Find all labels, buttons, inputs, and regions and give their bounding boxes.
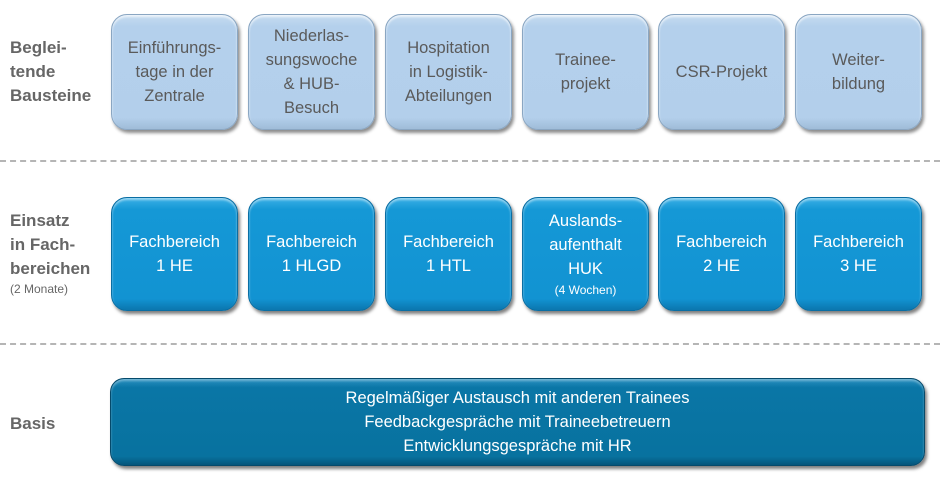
box-niederlassungswoche: Niederlas- sungswoche & HUB- Besuch — [248, 14, 375, 130]
box-text: Hospitation — [407, 39, 490, 57]
box-text: 3 HE — [840, 257, 877, 275]
box-weiterbildung: Weiter- bildung — [795, 14, 922, 130]
box-csr-projekt: CSR-Projekt — [658, 14, 785, 130]
box-einfuehrungstage: Einführungs- tage in der Zentrale — [111, 14, 238, 130]
box-text: Fachbereich — [676, 233, 767, 251]
box-text: Fachbereich — [403, 233, 494, 251]
box-text: Besuch — [283, 99, 340, 117]
box-fachbereich-1-hlgd: Fachbereich 1 HLGD — [248, 197, 375, 311]
row-label-line: in Fach- — [10, 235, 76, 254]
box-text: bildung — [831, 75, 886, 93]
box-text: projekt — [560, 75, 611, 93]
row-label-line: Beglei- — [10, 38, 67, 57]
row-divider — [0, 160, 940, 162]
box-text: Fachbereich — [266, 233, 357, 251]
box-text: 1 HLGD — [281, 257, 342, 275]
box-fachbereich-2-he: Fachbereich 2 HE — [658, 197, 785, 311]
box-text: tage in der — [135, 63, 214, 81]
row-label-einsatz-fachbereiche: Einsatz in Fach- bereichen (2 Monate) — [10, 209, 90, 297]
box-text: HUK — [568, 260, 603, 278]
row-label-line: bereichen — [10, 259, 91, 278]
box-text: Zentrale — [144, 87, 205, 105]
box-text: Weiter- — [832, 51, 885, 69]
box-text: Auslands- — [548, 212, 623, 230]
box-text: 1 HTL — [426, 257, 471, 275]
box-fachbereich-1-htl: Fachbereich 1 HTL — [385, 197, 512, 311]
box-text: CSR-Projekt — [675, 63, 768, 81]
box-text: sungswoche — [265, 51, 358, 69]
row-label-line: Bausteine — [10, 86, 92, 105]
basis-text: Regelmäßiger Austausch mit anderen Train… — [345, 389, 690, 407]
box-text: 1 HE — [156, 257, 193, 275]
box-auslandsaufenthalt-huk: Auslands- aufenthalt HUK (4 Wochen) — [522, 197, 649, 311]
box-fachbereich-1-he: Fachbereich 1 HE — [111, 197, 238, 311]
box-text: Trainee- — [555, 51, 616, 69]
box-duration: (4 Wochen) — [554, 283, 617, 297]
box-text: in Logistik- — [409, 63, 488, 81]
box-fachbereich-3-he: Fachbereich 3 HE — [795, 197, 922, 311]
row-divider — [0, 343, 940, 345]
basis-text: Entwicklungsgespräche mit HR — [403, 437, 632, 455]
row-label-duration: (2 Monate) — [10, 282, 69, 296]
row-label-basis: Basis — [10, 412, 55, 436]
box-text: aufenthalt — [549, 236, 622, 254]
basis-text: Feedbackgespräche mit Traineebetreuern — [364, 413, 671, 431]
box-text: & HUB- — [283, 75, 340, 93]
box-text: Fachbereich — [813, 233, 904, 251]
box-text: Einführungs- — [127, 39, 222, 57]
box-hospitation: Hospitation in Logistik- Abteilungen — [385, 14, 512, 130]
box-text: Fachbereich — [129, 233, 220, 251]
box-traineeprojekt: Trainee- projekt — [522, 14, 649, 130]
row-label-begleitende-bausteine: Beglei- tende Bausteine — [10, 36, 91, 108]
box-basis: Regelmäßiger Austausch mit anderen Train… — [110, 378, 925, 466]
box-text: Niederlas- — [273, 27, 350, 45]
box-text: 2 HE — [703, 257, 740, 275]
row-label-line: tende — [10, 62, 56, 81]
row-label-line: Basis — [10, 414, 56, 433]
row-label-line: Einsatz — [10, 211, 70, 230]
box-text: Abteilungen — [404, 87, 493, 105]
